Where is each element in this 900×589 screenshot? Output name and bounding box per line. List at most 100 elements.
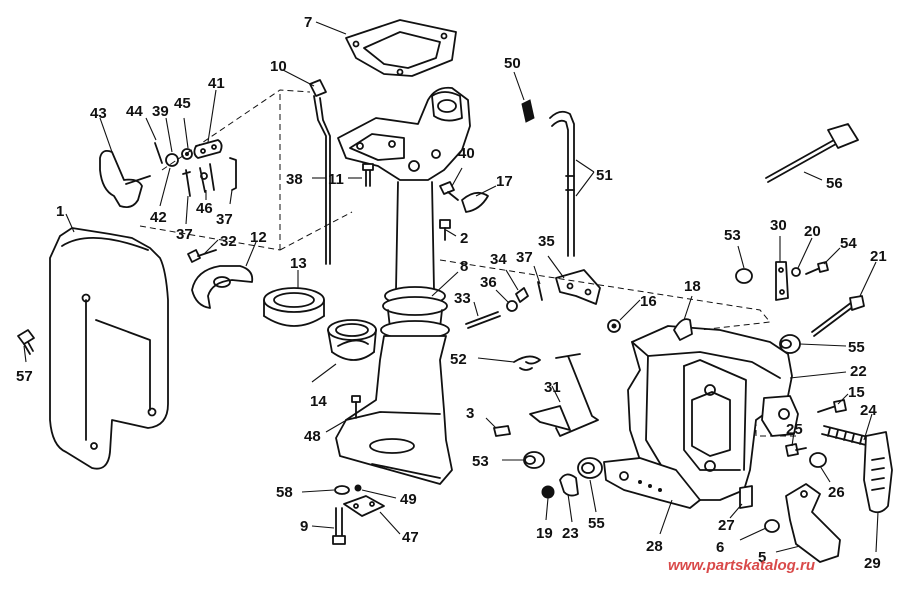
bracket-35-part (555, 269, 601, 305)
callout-8: 8 (460, 258, 468, 275)
lever-5-part (785, 483, 841, 563)
gasket-7-part (345, 19, 457, 77)
screw-54-part (805, 261, 829, 275)
callout-38: 38 (286, 171, 303, 188)
callout-1: 1 (56, 203, 64, 220)
tube-51-part (549, 110, 575, 257)
callout-labels: 1 2 3 5 6 7 8 9 10 11 12 13 14 15 16 17 … (16, 14, 887, 572)
bushing-13-part (263, 287, 325, 327)
callout-53b: 53 (472, 453, 489, 470)
bushing-14-part (327, 319, 377, 361)
spring-52-part (513, 355, 541, 371)
callout-22: 22 (850, 363, 867, 380)
callout-51: 51 (596, 167, 613, 184)
shift-rod-10-part (309, 79, 331, 265)
pin-3-part (493, 425, 511, 437)
clamp-12-part (191, 265, 254, 309)
callout-10: 10 (270, 58, 287, 75)
callout-49: 49 (400, 491, 417, 508)
callout-16: 16 (640, 293, 657, 310)
washer-23-part (559, 473, 579, 497)
assembly-lines (139, 89, 800, 437)
callout-47: 47 (402, 529, 419, 546)
screw-34-part (515, 287, 529, 303)
bushing-53b-part (523, 451, 545, 469)
callout-57: 57 (16, 368, 33, 385)
callout-13: 13 (290, 255, 307, 272)
callout-39: 39 (152, 103, 169, 120)
callout-19: 19 (536, 525, 553, 542)
callout-55b: 55 (588, 515, 605, 532)
link-31-part (529, 353, 599, 437)
bushing-55b-part (577, 457, 603, 479)
callout-6: 6 (716, 539, 724, 556)
callout-31: 31 (544, 379, 561, 396)
callout-30: 30 (770, 217, 787, 234)
callout-28: 28 (646, 538, 663, 555)
washer-6-part (764, 519, 780, 533)
callout-45: 45 (174, 95, 191, 112)
spring-37b-part (537, 281, 543, 301)
callout-2: 2 (460, 230, 468, 247)
small-hardware-group (154, 139, 237, 197)
callout-20: 20 (804, 223, 821, 240)
callout-21: 21 (870, 248, 887, 265)
callout-17: 17 (496, 173, 513, 190)
screw-32-part (187, 249, 217, 263)
watermark-text: www.partskatalog.ru (668, 557, 815, 574)
callout-36: 36 (480, 274, 497, 291)
callout-35: 35 (538, 233, 555, 250)
callout-37a: 37 (176, 226, 193, 243)
callout-14: 14 (310, 393, 327, 410)
pin-33-part (465, 311, 501, 329)
callout-26: 26 (828, 484, 845, 501)
callout-29: 29 (864, 555, 881, 572)
washer-20-part (791, 267, 801, 277)
bolt-21-part (811, 295, 865, 337)
callout-50: 50 (504, 55, 521, 72)
callout-41: 41 (208, 75, 225, 92)
callout-15: 15 (848, 384, 865, 401)
stern-bracket-22-part (603, 318, 799, 509)
handle-29-part (863, 431, 893, 514)
callout-33: 33 (454, 290, 471, 307)
callout-27: 27 (718, 517, 735, 534)
callout-43: 43 (90, 105, 107, 122)
clip-17-part (461, 191, 489, 213)
washer-36-part (506, 300, 518, 312)
callout-54: 54 (840, 235, 857, 252)
washer-58-part (334, 485, 350, 495)
callout-11: 11 (328, 171, 344, 188)
screw-11-part (362, 163, 374, 187)
callout-46: 46 (196, 200, 213, 217)
callout-18: 18 (684, 278, 701, 295)
bushing-53a-part (735, 268, 753, 284)
screw-25-part (785, 443, 807, 457)
swivel-cover-part (49, 227, 169, 470)
pin-27-part (739, 485, 753, 509)
callout-42: 42 (150, 209, 167, 226)
callout-5: 5 (758, 549, 766, 566)
callout-56: 56 (826, 175, 843, 192)
washer-49-part (354, 484, 362, 492)
callout-12: 12 (250, 229, 267, 246)
callout-53a: 53 (724, 227, 741, 244)
screw-15-part (817, 399, 847, 413)
swivel-housing-8-part (335, 86, 471, 485)
grommet-50-part (521, 99, 535, 123)
bolt-9-part (332, 507, 346, 545)
callout-3: 3 (466, 405, 474, 422)
screw-57-part (17, 329, 35, 355)
nut-19-part (541, 485, 555, 499)
leader-lines (23, 21, 879, 553)
callout-32: 32 (220, 233, 237, 250)
callout-40: 40 (458, 145, 475, 162)
lever-43-part (99, 149, 151, 209)
plate-30-part (775, 261, 789, 301)
screw-2-part (439, 219, 451, 241)
washer-26-part (809, 452, 827, 468)
nut-16-part (607, 319, 621, 333)
plate-47-part (343, 495, 385, 517)
callout-58: 58 (276, 484, 293, 501)
